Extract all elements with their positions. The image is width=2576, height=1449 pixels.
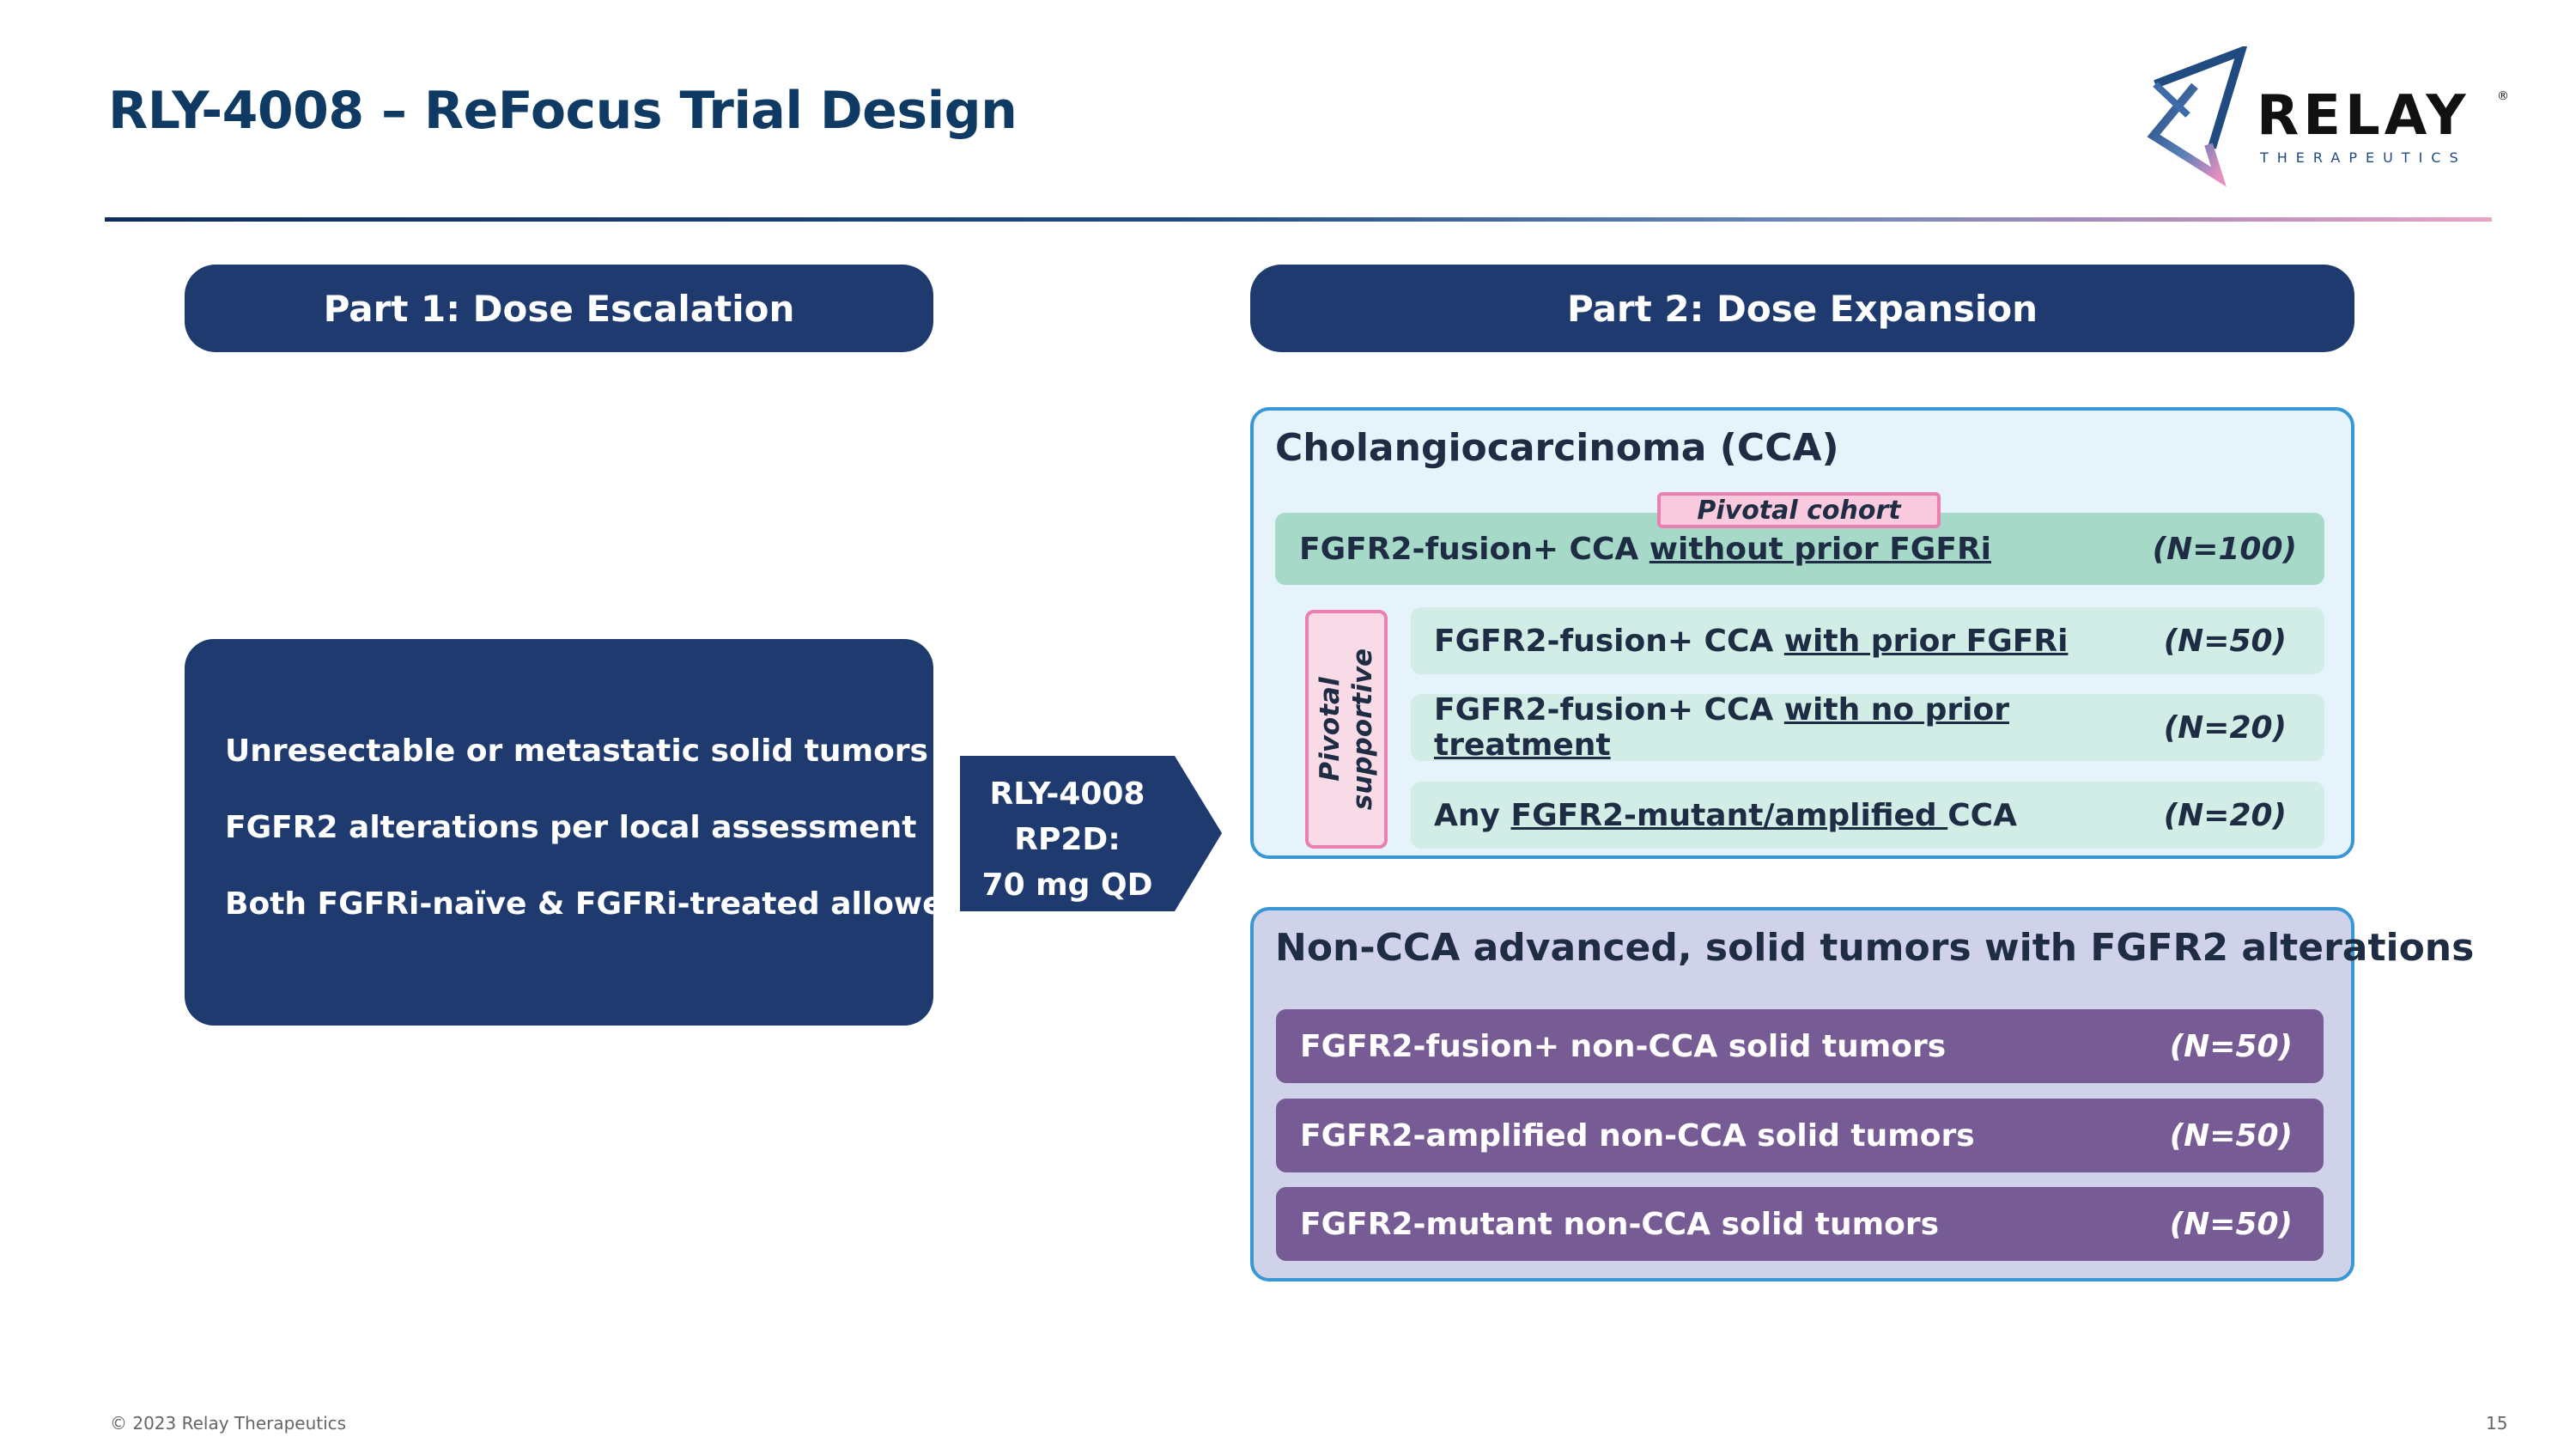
slide-title: RLY-4008 – ReFocus Trial Design [108, 81, 1018, 141]
arrow-drug-name: RLY-4008 [989, 776, 1145, 812]
cohort-n: (N=50) [2163, 623, 2287, 659]
noncca-cohort-row: FGFR2-mutant non-CCA solid tumors (N=50) [1276, 1187, 2324, 1261]
part1-header: Part 1: Dose Escalation [185, 265, 933, 352]
arrow-rp2d-label: RP2D: [1014, 822, 1121, 857]
cohort-n: (N=50) [2169, 1206, 2293, 1242]
cohort-label: FGFR2-fusion+ CCA without prior FGFRi [1299, 531, 1992, 567]
supportive-tag-line: supportive [1347, 648, 1378, 811]
cohort-n: (N=20) [2163, 797, 2287, 833]
cohort-n: (N=100) [2152, 531, 2297, 567]
part2-header: Part 2: Dose Expansion [1250, 265, 2354, 352]
cca-cohort-row: Any FGFR2-mutant/amplified CCA (N=20) [1411, 782, 2324, 849]
logo-wordmark: RELAY [2257, 84, 2470, 148]
noncca-cohort-row: FGFR2-fusion+ non-CCA solid tumors (N=50… [1276, 1009, 2324, 1083]
copyright-footer: © 2023 Relay Therapeutics [110, 1413, 347, 1434]
criteria-item: Both FGFRi-naïve & FGFRi-treated allowed [225, 886, 966, 922]
supportive-tag-line: Pivotal [1315, 677, 1346, 782]
cca-main-cohort-row: FGFR2-fusion+ CCA without prior FGFRi (N… [1275, 513, 2324, 585]
cohort-label: FGFR2-fusion+ non-CCA solid tumors [1300, 1028, 1947, 1064]
relay-logo: RELAY ® THERAPEUTICS [2136, 46, 2514, 192]
criteria-item: Unresectable or metastatic solid tumors [225, 734, 928, 769]
cohort-label: FGFR2-fusion+ CCA with prior FGFRi [1434, 623, 2069, 659]
noncca-cohort-row: FGFR2-amplified non-CCA solid tumors (N=… [1276, 1099, 2324, 1172]
noncca-title: Non-CCA advanced, solid tumors with FGFR… [1275, 926, 2475, 970]
cca-cohort-row: FGFR2-fusion+ CCA with prior FGFRi (N=50… [1411, 607, 2324, 674]
cohort-n: (N=50) [2169, 1117, 2293, 1154]
logo-subtitle: THERAPEUTICS [2260, 149, 2467, 166]
cohort-label: FGFR2-fusion+ CCA with no prior treatmen… [1434, 692, 2010, 763]
rp2d-arrow: RLY-4008 RP2D: 70 mg QD [960, 756, 1222, 911]
cca-cohort-row: FGFR2-fusion+ CCA with no prior treatmen… [1411, 692, 2324, 763]
pivotal-supportive-tag: Pivotal supportive [1305, 610, 1388, 849]
eligibility-criteria-box: Unresectable or metastatic solid tumors … [185, 639, 966, 1026]
criteria-item: FGFR2 alterations per local assessment [225, 810, 917, 845]
pivotal-cohort-tag: Pivotal cohort [1657, 492, 1941, 528]
cohort-label: Any FGFR2-mutant/amplified CCA [1434, 797, 2017, 833]
cohort-n: (N=50) [2169, 1028, 2293, 1064]
arrow-shape [960, 756, 1222, 911]
logo-registered-mark: ® [2497, 89, 2509, 103]
cohort-label: FGFR2-amplified non-CCA solid tumors [1300, 1117, 1975, 1154]
arrow-dose: 70 mg QD [981, 868, 1153, 903]
header-divider [105, 217, 2492, 222]
cca-title: Cholangiocarcinoma (CCA) [1275, 426, 1839, 470]
page-number: 15 [2486, 1413, 2508, 1434]
cohort-label: FGFR2-mutant non-CCA solid tumors [1300, 1206, 1940, 1242]
relay-logo-mark-icon [2147, 46, 2248, 187]
cohort-n: (N=20) [2163, 709, 2287, 746]
